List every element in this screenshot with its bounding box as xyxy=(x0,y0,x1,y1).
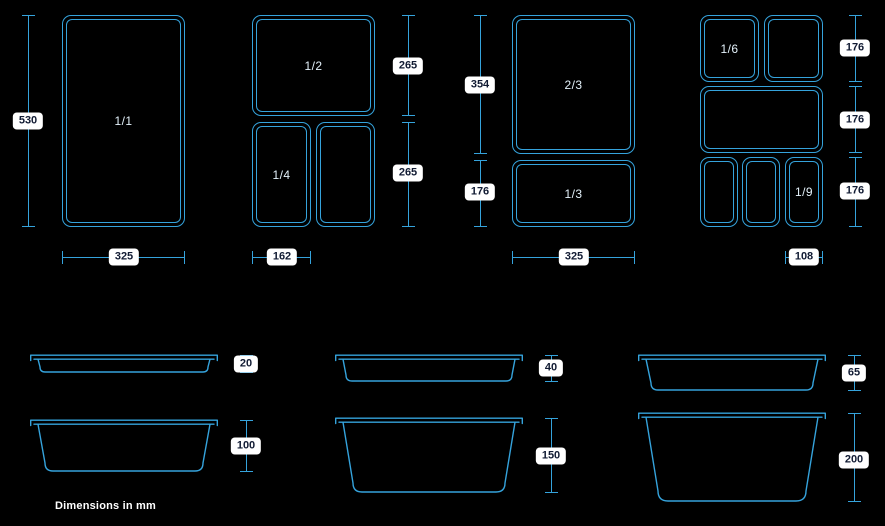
pan-1-9-b xyxy=(742,157,780,227)
dim-value-265-top: 265 xyxy=(392,57,424,75)
side-view-pan-depth-200 xyxy=(638,412,826,502)
pan-1-4-label: 1/4 xyxy=(272,167,291,182)
pan-1-6-left: 1/6 xyxy=(700,15,759,82)
pan-1-6-label: 1/6 xyxy=(720,41,739,56)
pan-1-6-right xyxy=(764,15,823,82)
dim-value-265-bottom: 265 xyxy=(392,164,424,182)
pan-1-4-left: 1/4 xyxy=(252,122,311,227)
dim-value-108: 108 xyxy=(788,248,820,266)
dim-value-354: 354 xyxy=(464,76,496,94)
side-view-pan-depth-20 xyxy=(30,354,218,373)
pan-1-2: 1/2 xyxy=(252,15,375,116)
pan-1-2-label: 1/2 xyxy=(304,58,323,73)
dim-value-depth-200: 200 xyxy=(838,451,870,469)
side-view-pan-depth-100 xyxy=(30,419,218,472)
pan-1-3: 1/3 xyxy=(512,160,635,227)
dimensions-unit-note: Dimensions in mm xyxy=(55,500,156,512)
side-view-pan-depth-65 xyxy=(638,354,826,391)
dim-value-depth-100: 100 xyxy=(230,437,262,455)
pan-2-3: 2/3 xyxy=(512,15,635,154)
pan-1-1-label: 1/1 xyxy=(114,114,133,128)
dim-value-325-b: 325 xyxy=(558,248,590,266)
dim-value-depth-40: 40 xyxy=(538,359,564,377)
pan-1-3-label: 1/3 xyxy=(564,186,583,201)
dim-value-325: 325 xyxy=(108,248,140,266)
pan-1-9-a xyxy=(700,157,738,227)
pan-1-1: 1/1 xyxy=(62,15,185,227)
dim-value-176-row3: 176 xyxy=(839,182,871,200)
dim-value-176-left: 176 xyxy=(464,183,496,201)
pan-1-9-c: 1/9 xyxy=(785,157,823,227)
pan-1-9-label: 1/9 xyxy=(795,185,813,199)
dim-value-depth-150: 150 xyxy=(535,447,567,465)
pan-1-4-right xyxy=(316,122,375,227)
dim-value-162: 162 xyxy=(266,248,298,266)
side-view-pan-depth-40 xyxy=(335,354,523,382)
side-view-pan-depth-150 xyxy=(335,417,523,493)
dim-value-depth-65: 65 xyxy=(841,364,867,382)
pan-1-3-horizontal xyxy=(700,86,823,153)
dim-value-176-row1: 176 xyxy=(839,39,871,57)
dim-value-depth-20: 20 xyxy=(233,355,259,373)
pan-2-3-label: 2/3 xyxy=(564,77,583,92)
dim-value-176-row2: 176 xyxy=(839,111,871,129)
dim-value-530: 530 xyxy=(12,112,44,130)
